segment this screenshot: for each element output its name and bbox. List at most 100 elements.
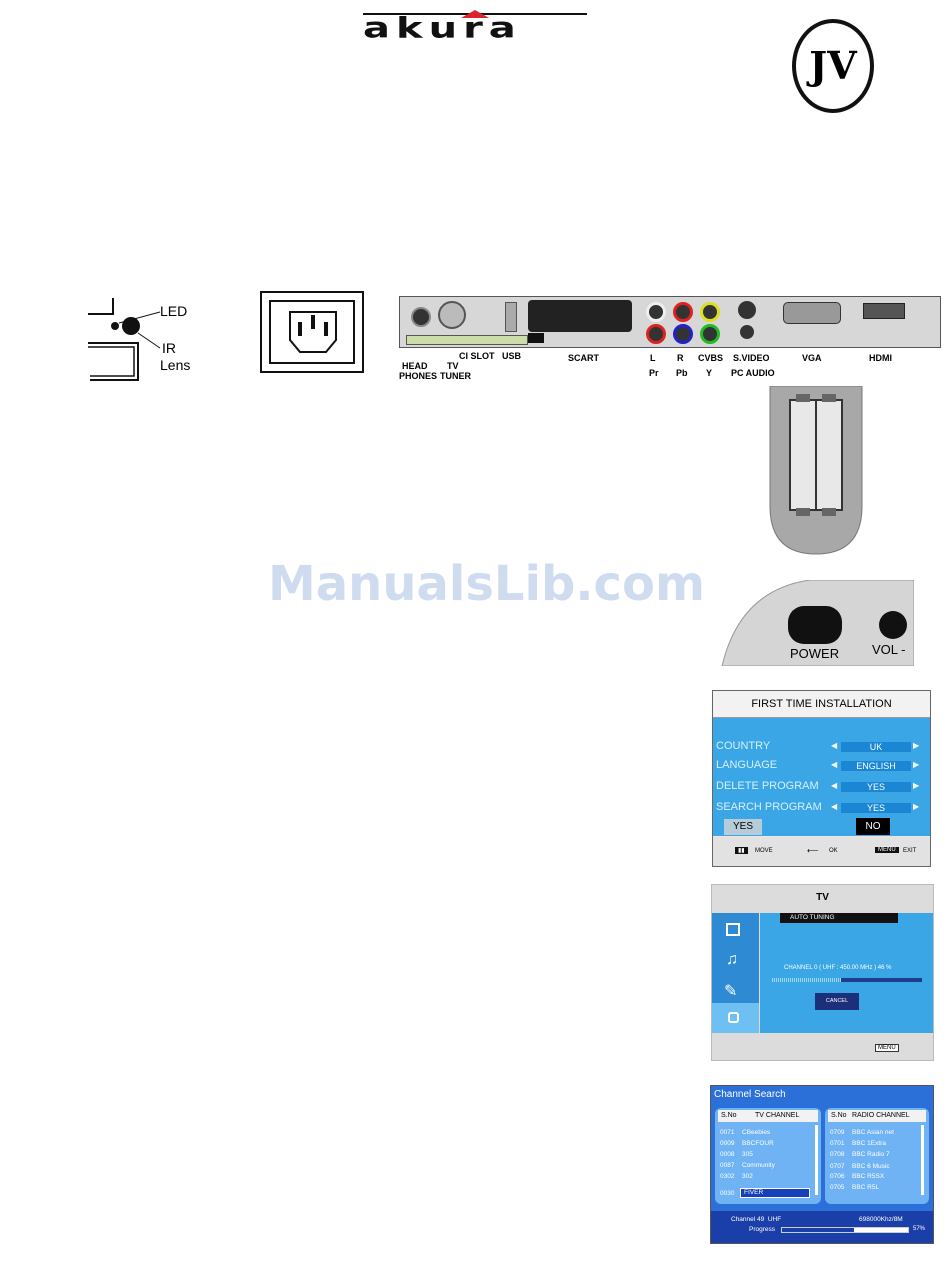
picture-icon[interactable] xyxy=(726,923,740,936)
label-tv-tuner-2: TUNER xyxy=(440,371,471,381)
tv-channel-1-name[interactable]: BBCFOUR xyxy=(742,1140,774,1147)
front-panel-diagram xyxy=(88,290,228,385)
menu-button[interactable]: MENU xyxy=(875,1044,899,1052)
tv-channel-selected[interactable]: FIVER xyxy=(740,1188,810,1198)
radio-scrollbar[interactable] xyxy=(921,1125,924,1195)
ir-label: IR xyxy=(162,340,176,356)
right-arrow-icon[interactable]: ▶ xyxy=(913,781,920,790)
tv-title: TV xyxy=(816,892,829,903)
ok-key-icon: ⟵ xyxy=(807,846,819,855)
radio-channel-header: S.No RADIO CHANNEL xyxy=(828,1110,926,1122)
channel-search-screen: Channel Search S.No TV CHANNEL 0071 CBee… xyxy=(710,1085,934,1244)
radio-channel-0-name[interactable]: BBC Asian net xyxy=(852,1129,894,1136)
left-arrow-icon[interactable]: ◀ xyxy=(831,781,838,790)
tv-channel-3-no[interactable]: 0087 xyxy=(720,1162,735,1169)
progress-label: Progress xyxy=(749,1226,776,1233)
logo-red-mark xyxy=(461,10,489,18)
no-button[interactable]: NO xyxy=(856,818,890,835)
fti-row-language-label: LANGUAGE xyxy=(716,759,778,771)
tv-channel-2-no[interactable]: 0008 xyxy=(720,1151,735,1158)
tv-icon[interactable] xyxy=(728,1012,739,1023)
left-arrow-icon[interactable]: ◀ xyxy=(831,802,838,811)
rca-y-green xyxy=(700,324,720,344)
fti-row-search-label: SEARCH PROGRAM xyxy=(716,801,822,813)
label-svideo: S.VIDEO xyxy=(733,353,770,363)
tv-channel-3-name[interactable]: Community xyxy=(742,1162,775,1169)
radio-channel-1-name[interactable]: BBC 1Extra xyxy=(852,1140,886,1147)
left-arrow-icon[interactable]: ◀ xyxy=(831,760,838,769)
move-key-icon: ▮▮ xyxy=(735,847,748,854)
tv-channel-selected-name: FIVER xyxy=(744,1189,764,1196)
fti-footer: ▮▮ MOVE ⟵ OK MENU EXIT xyxy=(713,837,930,866)
right-arrow-icon[interactable]: ▶ xyxy=(913,741,920,750)
tv-channel-4-no[interactable]: 0302 xyxy=(720,1173,735,1180)
menu-key: MENU xyxy=(875,847,899,853)
rca-pb-blue xyxy=(673,324,693,344)
label-usb: USB xyxy=(502,351,522,361)
settings-icon[interactable]: ✎ xyxy=(724,983,738,1000)
channel-search-title: Channel Search xyxy=(714,1089,786,1100)
radio-channel-5-no[interactable]: 0705 xyxy=(830,1184,845,1191)
radio-channel-5-name[interactable]: BBC R5L xyxy=(852,1184,880,1191)
tv-channel-panel: S.No TV CHANNEL 0071 CBeebies 0009 BBCFO… xyxy=(715,1108,821,1204)
tv-scrollbar[interactable] xyxy=(815,1125,818,1195)
label-headphones-2: PHONES xyxy=(399,371,438,381)
radio-channel-0-no[interactable]: 0709 xyxy=(830,1129,845,1136)
svideo-port xyxy=(738,301,756,319)
tv-channel-4-name[interactable]: 302 xyxy=(742,1173,753,1180)
label-scart: SCART xyxy=(568,353,599,363)
tv-channel-0-name[interactable]: CBeebies xyxy=(742,1129,771,1136)
rca-l-white xyxy=(646,302,666,322)
right-arrow-icon[interactable]: ▶ xyxy=(913,760,920,769)
channel-search-status-bar: Channel 49 UHF 698000Khz/8M Progress 57% xyxy=(711,1211,933,1243)
fti-country-value[interactable]: UK xyxy=(841,742,911,752)
rca-cvbs-yellow xyxy=(700,302,720,322)
fti-delete-value[interactable]: YES xyxy=(841,782,911,792)
radio-channel-2-no[interactable]: 0708 xyxy=(830,1151,845,1158)
left-arrow-icon[interactable]: ◀ xyxy=(831,741,838,750)
led-indicator xyxy=(111,322,119,330)
fti-title: FIRST TIME INSTALLATION xyxy=(713,691,930,718)
cancel-button[interactable]: CANCEL xyxy=(815,993,859,1010)
label-tv-tuner: TV xyxy=(447,361,459,371)
jv-badge: JV xyxy=(792,19,874,113)
label-ci-slot: CI SLOT xyxy=(459,351,495,361)
tv-channel-2-name[interactable]: 305 xyxy=(742,1151,753,1158)
fti-row-country-label: COUNTRY xyxy=(716,740,771,752)
brand-logo-text: akura xyxy=(363,11,522,45)
move-label: MOVE xyxy=(755,848,773,854)
fti-language-value[interactable]: ENGLISH xyxy=(841,761,911,771)
ok-label: OK xyxy=(829,848,838,854)
label-vga: VGA xyxy=(802,353,822,363)
radio-channel-4-name[interactable]: BBC R5SX xyxy=(852,1173,885,1180)
radio-channel-3-name[interactable]: BBC 6 Music xyxy=(852,1163,890,1170)
yes-button[interactable]: YES xyxy=(724,819,762,835)
tv-channel-selected-no[interactable]: 0030 xyxy=(720,1190,735,1197)
tv-channel-header-label: TV CHANNEL xyxy=(755,1112,800,1119)
radio-channel-1-no[interactable]: 0701 xyxy=(830,1140,845,1147)
tv-channel-0-no[interactable]: 0071 xyxy=(720,1129,735,1136)
right-arrow-icon[interactable]: ▶ xyxy=(913,802,920,811)
tv-channel-1-no[interactable]: 0009 xyxy=(720,1140,735,1147)
progress-percent: 57% xyxy=(913,1226,926,1232)
tuning-progress-track xyxy=(772,978,922,982)
radio-channel-panel: S.No RADIO CHANNEL 0709 BBC Asian net 07… xyxy=(825,1108,929,1204)
music-icon[interactable]: ♫ xyxy=(726,951,738,968)
label-y: Y xyxy=(706,368,713,378)
remote-battery-compartment xyxy=(768,385,864,556)
radio-channel-4-no[interactable]: 0706 xyxy=(830,1173,845,1180)
tuning-progress-fill xyxy=(772,978,841,982)
rear-panel xyxy=(399,296,941,348)
exit-label: EXIT xyxy=(903,848,917,854)
label-headphones: HEAD xyxy=(402,361,428,371)
label-cvbs: CVBS xyxy=(698,353,724,363)
tv-channel-header: S.No TV CHANNEL xyxy=(718,1110,818,1122)
radio-channel-2-name[interactable]: BBC Radio 7 xyxy=(852,1151,890,1158)
rca-pr-red xyxy=(646,324,666,344)
side-button-panel xyxy=(720,579,915,667)
fti-search-value[interactable]: YES xyxy=(841,803,911,813)
brand-logo xyxy=(363,8,587,52)
label-pr: Pr xyxy=(649,368,659,378)
scart-port xyxy=(528,300,632,332)
radio-channel-3-no[interactable]: 0707 xyxy=(830,1163,845,1170)
